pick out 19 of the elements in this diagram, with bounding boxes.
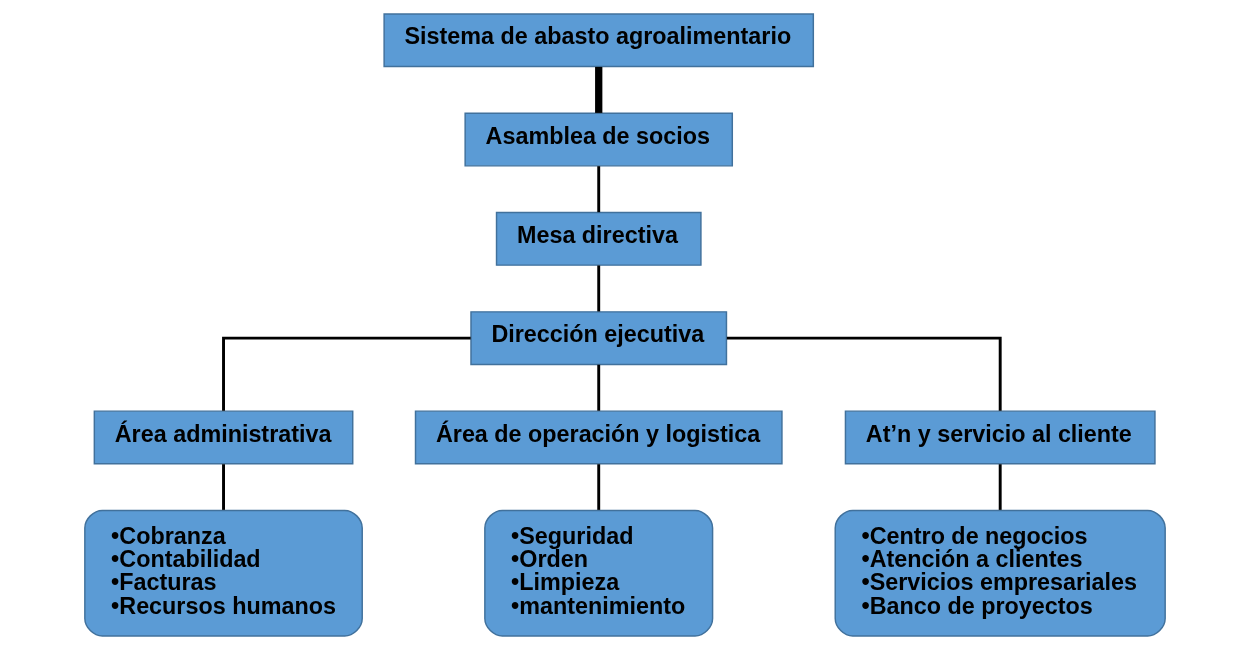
connector: [596, 464, 600, 510]
connector: [594, 66, 602, 113]
connector: [726, 336, 1002, 411]
connector: [221, 464, 225, 510]
connector: [596, 166, 600, 213]
node-box: Dirección ejecutiva: [469, 311, 727, 366]
node-box: Asamblea de socios: [463, 112, 733, 167]
node-box: •Centro de negocios •Atención a clientes •Servicios empresariales •Banco de proyectos: [834, 509, 1166, 637]
connector: [221, 336, 471, 411]
node-box: •Cobranza •Contabilidad •Facturas •Recursos humanos: [83, 509, 363, 637]
node-box: Sistema de abasto agroalimentario: [382, 13, 814, 68]
connector: [596, 265, 600, 312]
connector: [596, 364, 600, 411]
node-box: Área administrativa: [93, 410, 353, 465]
node-box: Área de operación y logistica: [414, 410, 783, 465]
node-box: Mesa directiva: [495, 211, 702, 266]
connector: [998, 464, 1002, 510]
node-box: •Seguridad •Orden •Limpieza •mantenimiento: [483, 509, 713, 637]
node-box: At’n y servicio al cliente: [844, 410, 1156, 465]
